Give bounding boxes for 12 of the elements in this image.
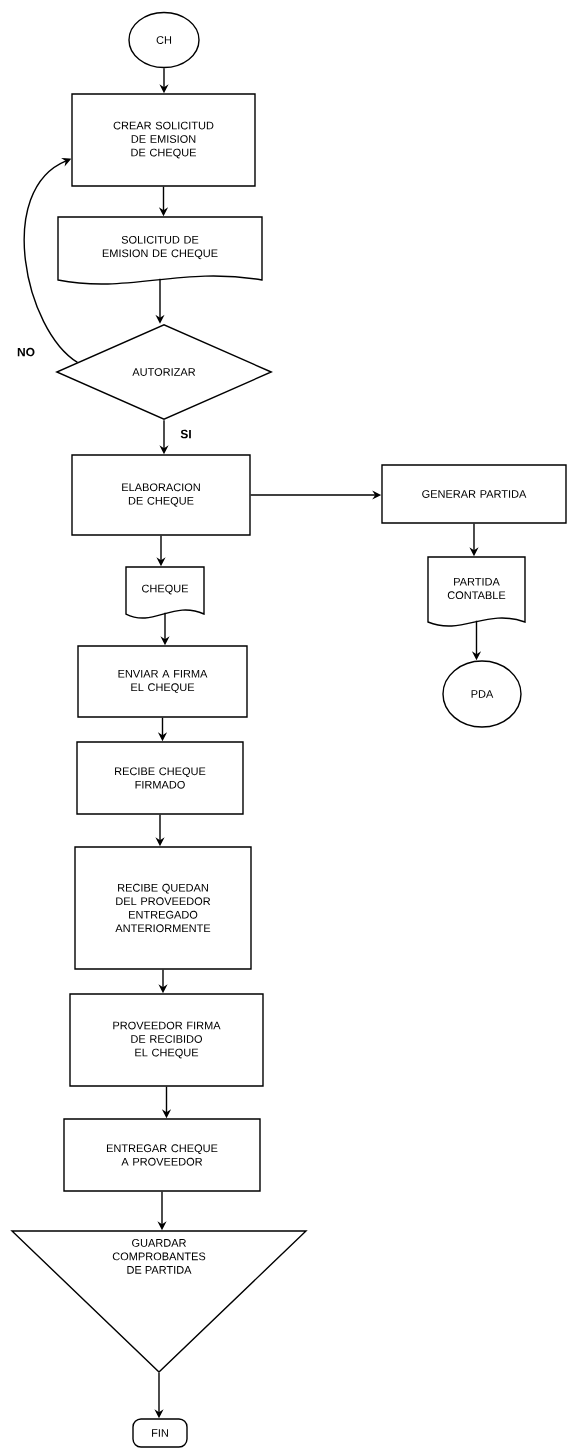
process-box: CREAR SOLICITUD DE EMISION DE CHEQUE <box>71 93 256 187</box>
terminal-box: FIN <box>132 1418 188 1448</box>
edge-label: NO <box>16 346 36 358</box>
process-box: ELABORACION DE CHEQUE <box>71 454 251 536</box>
process-box: GENERAR PARTIDA <box>381 464 567 524</box>
process-box: RECIBE QUEDAN DEL PROVEEDOR ENTREGADO ANTERIORMENTE <box>74 846 252 970</box>
edge-label: SI <box>179 428 193 440</box>
process-box: RECIBE CHEQUE FIRMADO <box>76 741 244 815</box>
arrow <box>23 157 79 364</box>
process-box: PROVEEDOR FIRMA DE RECIBIDO EL CHEQUE <box>69 993 264 1087</box>
process-box: ENVIAR A FIRMA EL CHEQUE <box>77 645 248 718</box>
process-box: ENTREGAR CHEQUE A PROVEEDOR <box>63 1118 261 1192</box>
